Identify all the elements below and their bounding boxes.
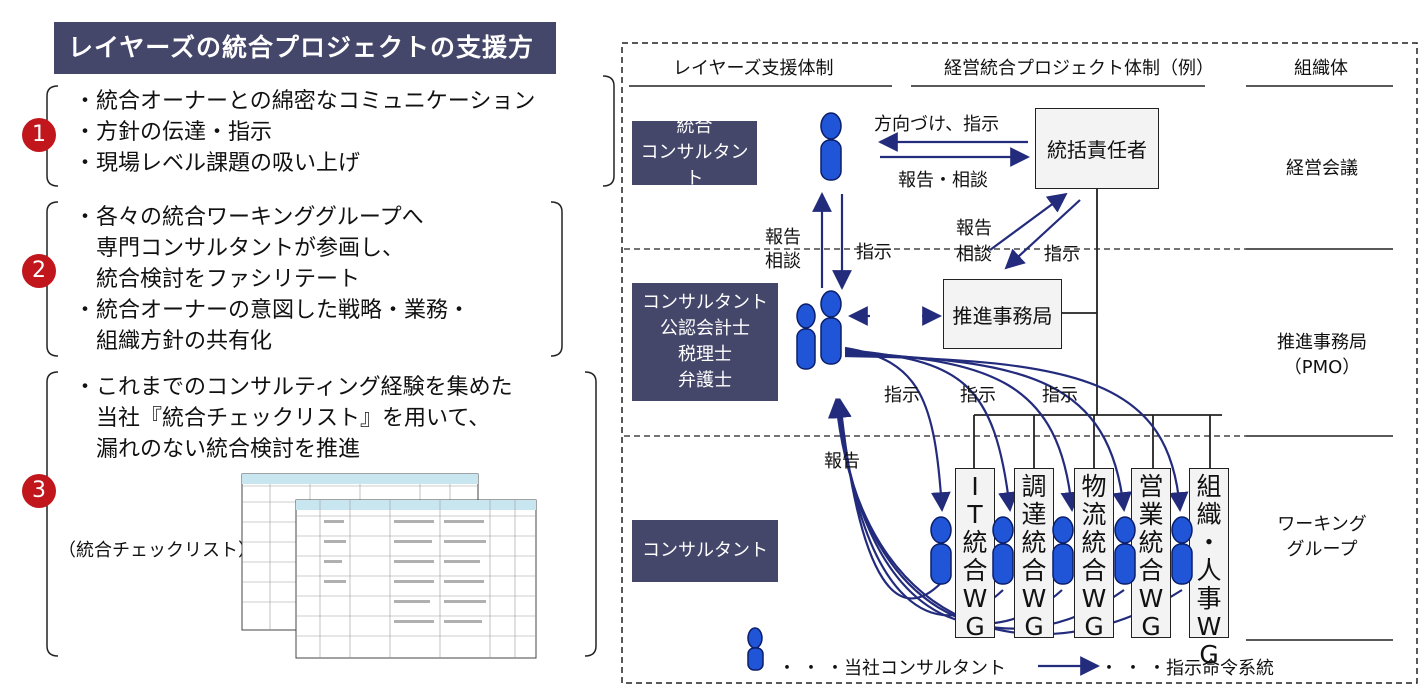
section-2-badge: 2 xyxy=(22,254,56,288)
consultant-figure-icon xyxy=(930,516,952,585)
header-support: レイヤーズ支援体制 xyxy=(673,58,834,79)
org-working-group: ワーキンググループ xyxy=(1277,514,1367,560)
consultant-figure-icon xyxy=(1171,516,1193,585)
label-instruct-1: 指示 xyxy=(856,242,892,263)
section-1-text: ・統合オーナーとの綿密なコミュニケーション・方針の伝達・指示・現場レベル課題の吸… xyxy=(74,89,536,176)
consultant-figure-icon xyxy=(796,303,816,370)
checklist-image xyxy=(241,473,537,659)
org-pmo: 推進事務局（PMO） xyxy=(1277,332,1367,378)
header-org: 組織体 xyxy=(1294,58,1348,79)
label-consult-1: 相談 xyxy=(765,251,801,272)
label-instruct-3: 指示 xyxy=(884,385,920,406)
label-instruct-5: 指示 xyxy=(1042,385,1078,406)
header-project: 経営統合プロジェクト体制（例） xyxy=(944,58,1214,79)
section-3-text: ・これまでのコンサルティング経験を集めた 当社『統合チェックリスト』を用いて、 … xyxy=(74,375,513,462)
label-report-3: 報告 xyxy=(824,451,860,472)
legend-dots-1: ・・・ xyxy=(778,658,850,679)
label-instruct-4: 指示 xyxy=(960,385,996,406)
section-brackets xyxy=(46,75,615,657)
consultant-figure-icon xyxy=(1052,516,1074,585)
legend-dots-2: ・・・ xyxy=(1100,658,1172,679)
legend-command-label: 指示命令系統 xyxy=(1166,658,1274,679)
pmo-office-box: 推進事務局 xyxy=(943,279,1062,349)
label-report-consult: 報告・相談 xyxy=(898,170,988,191)
page-title: レイヤーズの統合プロジェクトの支援方法 xyxy=(54,22,556,114)
specialists-box: コンサルタント公認会計士 税理士弁護士 xyxy=(632,283,778,401)
consultant-figure-icon xyxy=(992,516,1014,585)
legend-consultant-icon xyxy=(747,627,764,671)
label-consult-2: 相談 xyxy=(956,244,992,265)
consultant-figure-icon xyxy=(820,290,842,365)
section-1-badge: 1 xyxy=(22,118,56,152)
org-exec-meeting: 経営会議 xyxy=(1286,158,1358,179)
label-report-1: 報告 xyxy=(765,227,801,248)
label-report-2: 報告 xyxy=(956,218,992,239)
checklist-caption: （統合チェックリスト） xyxy=(58,540,256,561)
leader-box: 統括責任者 xyxy=(1035,108,1159,189)
label-direction: 方向づけ、指示 xyxy=(874,114,1000,135)
integration-consultant-box: 統合コンサルタント xyxy=(632,116,757,189)
consultant-figure-icon xyxy=(820,112,842,181)
consultant-box: コンサルタント xyxy=(632,520,778,582)
label-instruct-2: 指示 xyxy=(1044,244,1080,265)
legend-consultant-label: 当社コンサルタント xyxy=(844,658,1006,679)
section-2-text: ・各々の統合ワーキンググループへ 専門コンサルタントが参画し、 統合検討をファシ… xyxy=(74,205,471,354)
section-3-badge: 3 xyxy=(22,474,56,508)
consultant-figure-icon xyxy=(1114,516,1136,585)
